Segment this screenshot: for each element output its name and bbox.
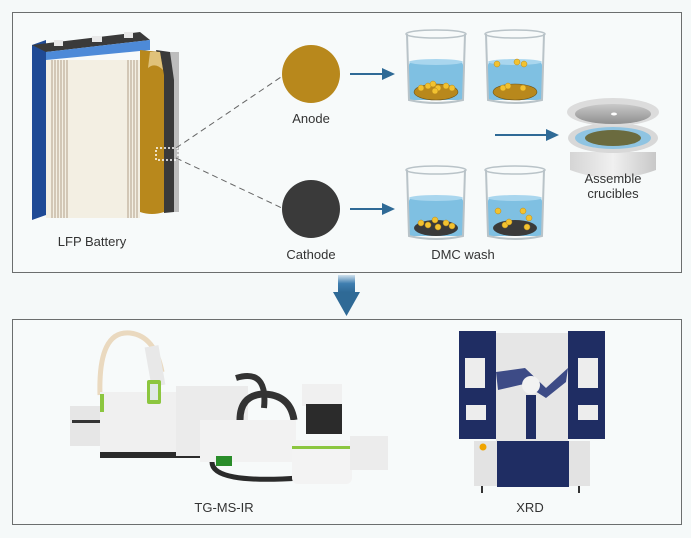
xrd-instrument-image xyxy=(459,331,605,493)
cathode-electrode-sample xyxy=(493,220,537,236)
anode-electrode-sample xyxy=(492,83,538,101)
anode-label: Anode xyxy=(292,111,330,126)
particle-dot xyxy=(442,219,450,227)
anode-callout-line xyxy=(175,74,285,149)
particle-dot xyxy=(494,207,502,215)
zoom-region-marker xyxy=(155,147,179,161)
lfp-battery-illustration xyxy=(32,32,179,220)
cathode-label: Cathode xyxy=(286,247,336,262)
particle-dot xyxy=(523,223,531,231)
particle-dot xyxy=(504,82,512,90)
assemble-crucibles-label-line1: Assemble xyxy=(584,171,642,186)
tg-ms-ir-instrument-image xyxy=(70,330,388,484)
particle-dot xyxy=(525,214,533,222)
particle-dot xyxy=(417,219,425,227)
cathode-wash-beaker xyxy=(484,165,546,240)
particle-dot xyxy=(434,223,442,231)
dmc-wash-beakers xyxy=(405,29,546,240)
cathode-callout-line xyxy=(175,157,285,210)
particle-dot xyxy=(424,221,432,229)
particle-dot xyxy=(431,216,439,224)
particle-dot xyxy=(505,218,513,226)
particle-dot xyxy=(442,82,450,90)
anode-disc xyxy=(282,45,340,103)
cathode-to-wash-arrow xyxy=(350,203,395,215)
anode-to-wash-arrow xyxy=(350,68,395,80)
particle-dot xyxy=(431,87,439,95)
xrd-label: XRD xyxy=(516,500,544,515)
particle-dot xyxy=(519,84,527,92)
anode-wash-beaker xyxy=(484,29,546,104)
particle-dot xyxy=(513,58,521,66)
lfp-battery-label: LFP Battery xyxy=(57,234,127,249)
dmc-wash-label: DMC wash xyxy=(431,247,495,262)
particle-dot xyxy=(448,84,456,92)
particle-dot xyxy=(429,80,437,88)
particle-dot xyxy=(448,222,456,230)
particle-dot xyxy=(520,60,528,68)
cathode-wash-beaker xyxy=(405,165,467,240)
crucible-illustration xyxy=(567,98,659,178)
particle-dot xyxy=(493,60,501,68)
particle-dot xyxy=(519,207,527,215)
assemble-crucibles-label-line2: crucibles xyxy=(587,186,639,201)
particle-dot xyxy=(417,84,425,92)
tg-ms-ir-label: TG-MS-IR xyxy=(194,500,254,515)
anode-wash-beaker xyxy=(405,29,467,104)
process-flow-down-arrow xyxy=(333,275,360,316)
cathode-disc xyxy=(282,180,340,238)
wash-to-crucible-arrow xyxy=(495,129,559,141)
